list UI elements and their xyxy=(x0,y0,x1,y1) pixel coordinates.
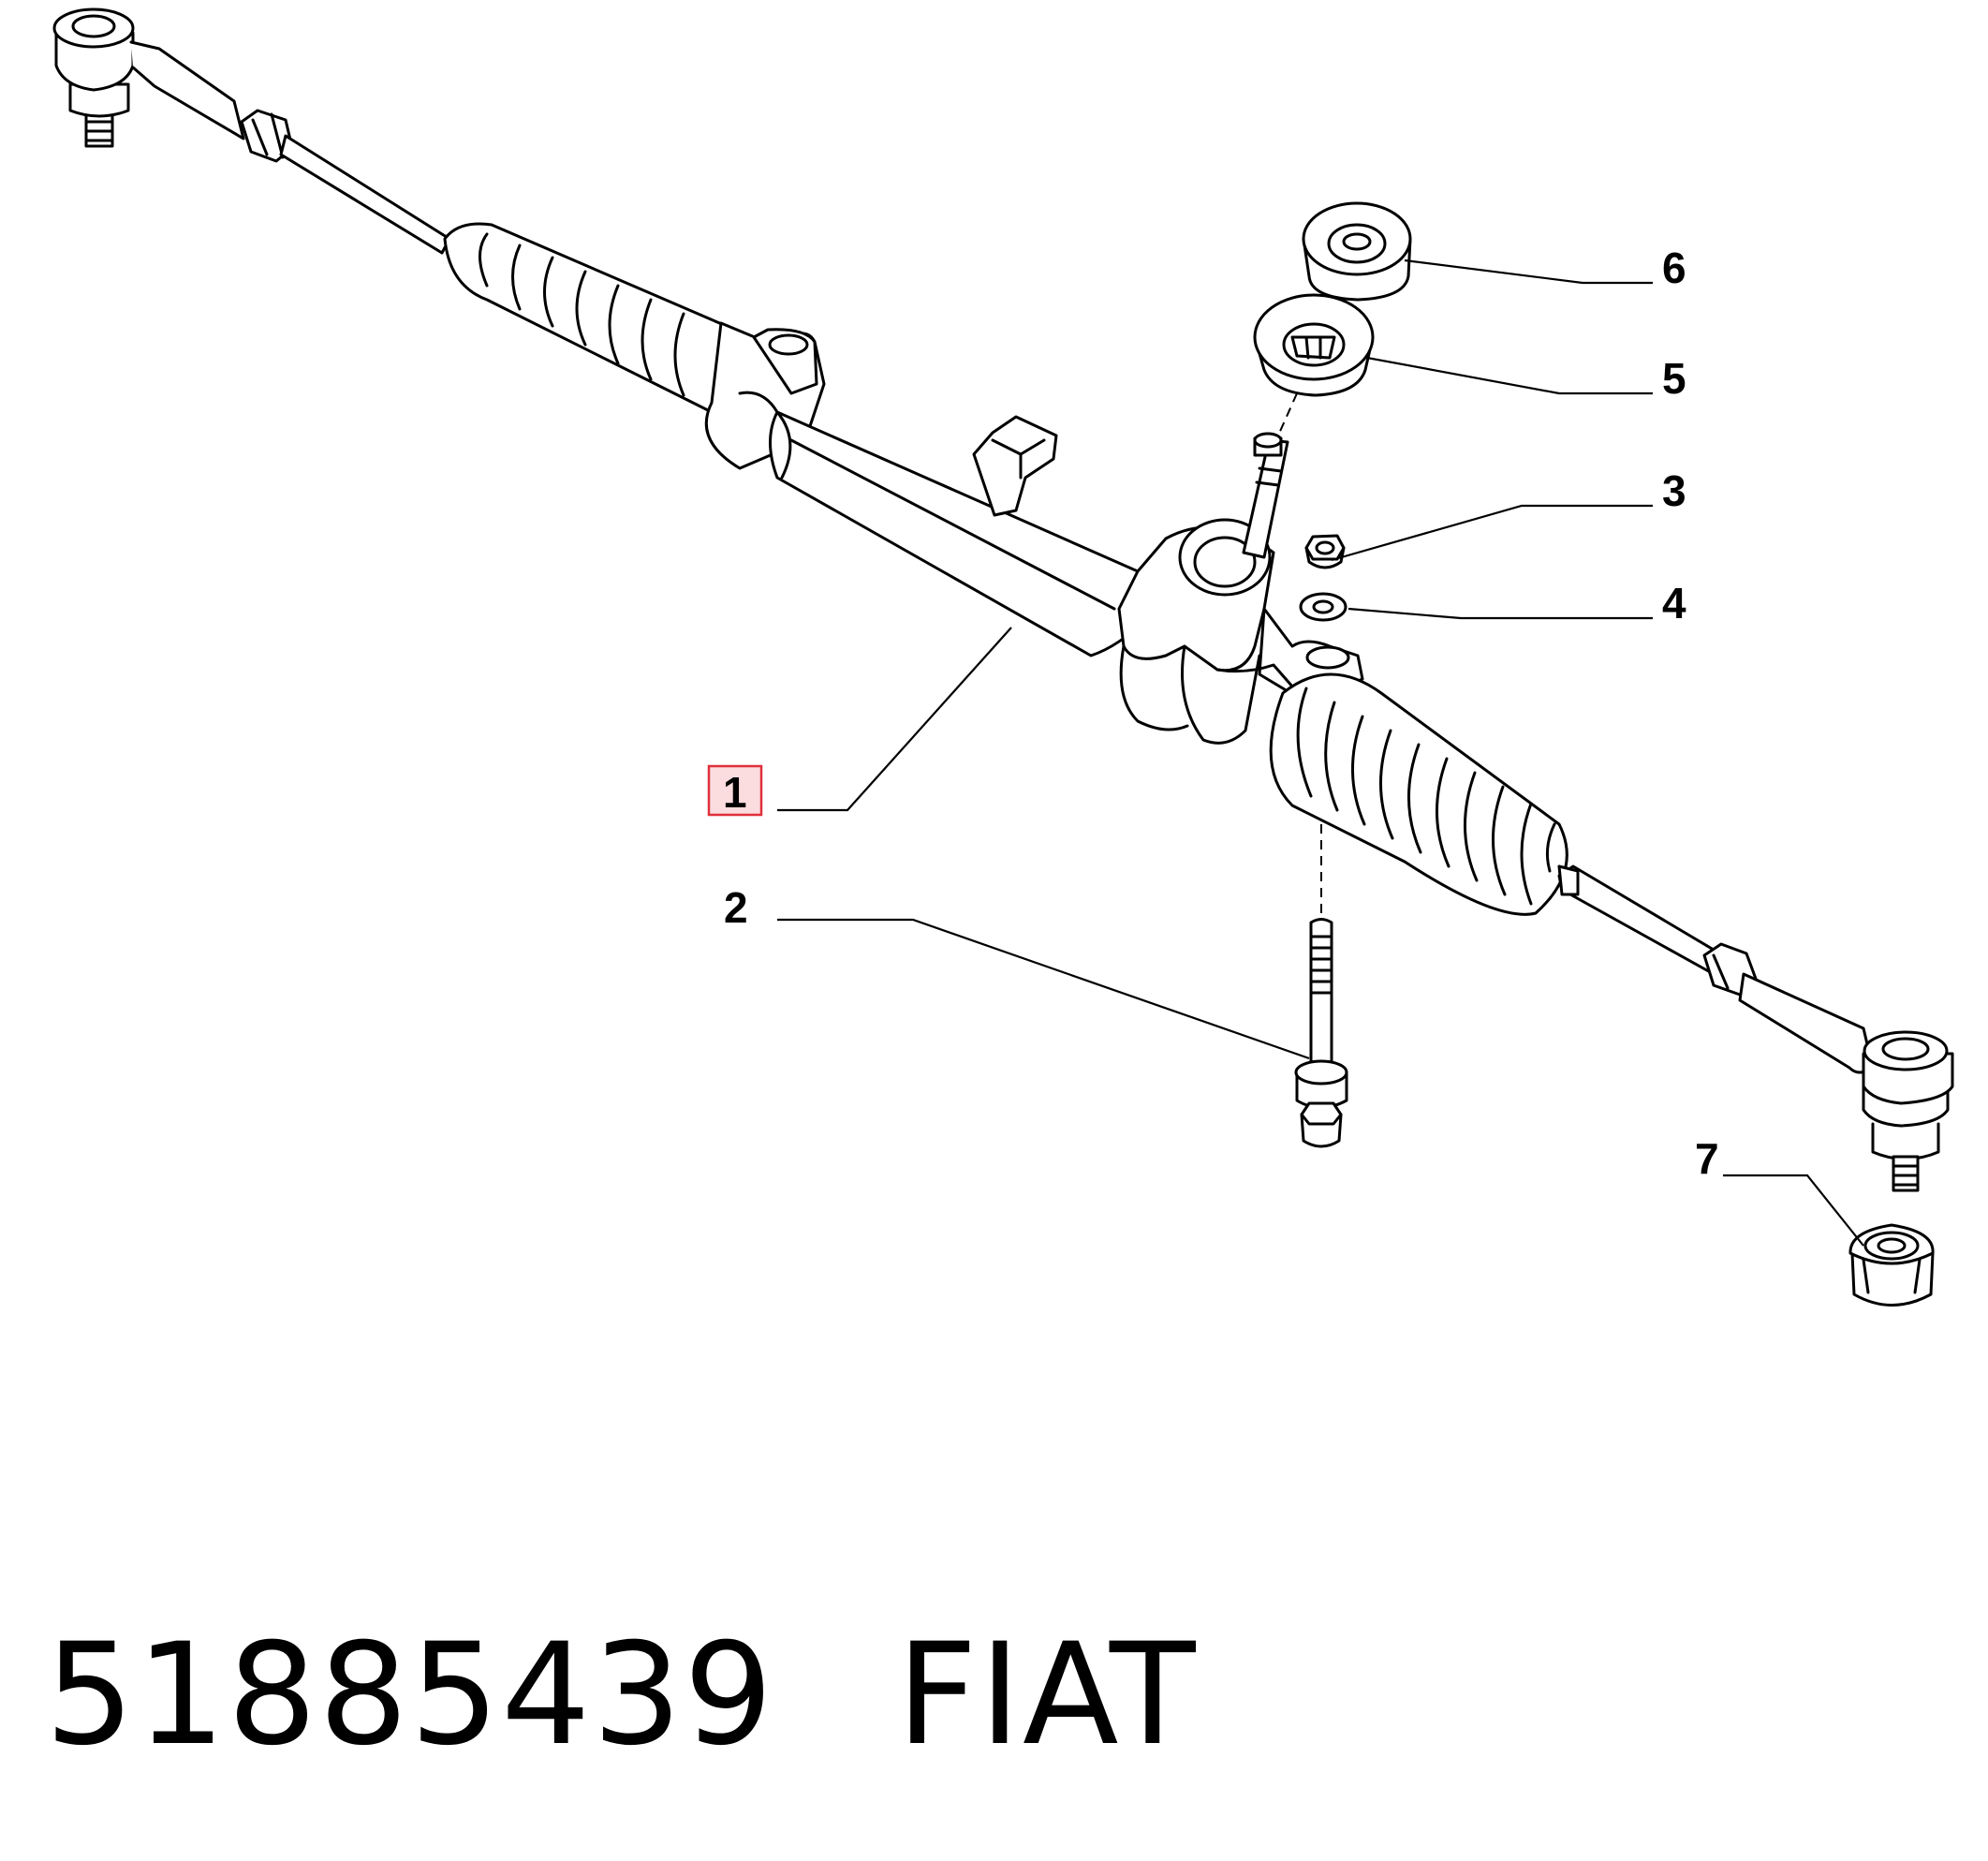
callout-1-label[interactable]: 1 xyxy=(723,768,747,817)
leader-lines xyxy=(777,258,1864,1247)
dashed-centerlines xyxy=(1277,392,1322,918)
part-5-dust-boot xyxy=(1253,293,1375,397)
callout-4-label[interactable]: 4 xyxy=(1662,579,1686,628)
left-tie-rod-end xyxy=(52,7,245,148)
part-4-washer xyxy=(1299,592,1347,622)
part-3-nut xyxy=(1304,534,1346,569)
right-tie-rod-end xyxy=(1862,1030,1954,1192)
right-inner-rod xyxy=(1557,864,1725,976)
callout-3-label[interactable]: 3 xyxy=(1662,466,1686,515)
callout-6-label[interactable]: 6 xyxy=(1662,244,1686,292)
tube-bracket xyxy=(972,415,1058,517)
part-2-bolt xyxy=(1294,918,1348,1148)
callout-2-label[interactable]: 2 xyxy=(724,883,748,932)
callout-1-highlight xyxy=(707,764,763,817)
part-7-flange-nut xyxy=(1848,1223,1935,1307)
rack-tube xyxy=(769,410,1149,657)
part-number: 51885439 xyxy=(45,1614,775,1777)
brand-name: FIAT xyxy=(896,1614,1198,1777)
right-outer-tie-rod xyxy=(1738,972,1875,1074)
left-bellows xyxy=(443,222,734,414)
part-6-cap xyxy=(1302,201,1412,302)
right-bellows xyxy=(1269,672,1568,916)
pinion-shaft xyxy=(1242,432,1289,559)
callout-7-label[interactable]: 7 xyxy=(1695,1134,1719,1183)
callout-5-label[interactable]: 5 xyxy=(1662,354,1686,403)
left-inner-rod xyxy=(279,134,451,255)
